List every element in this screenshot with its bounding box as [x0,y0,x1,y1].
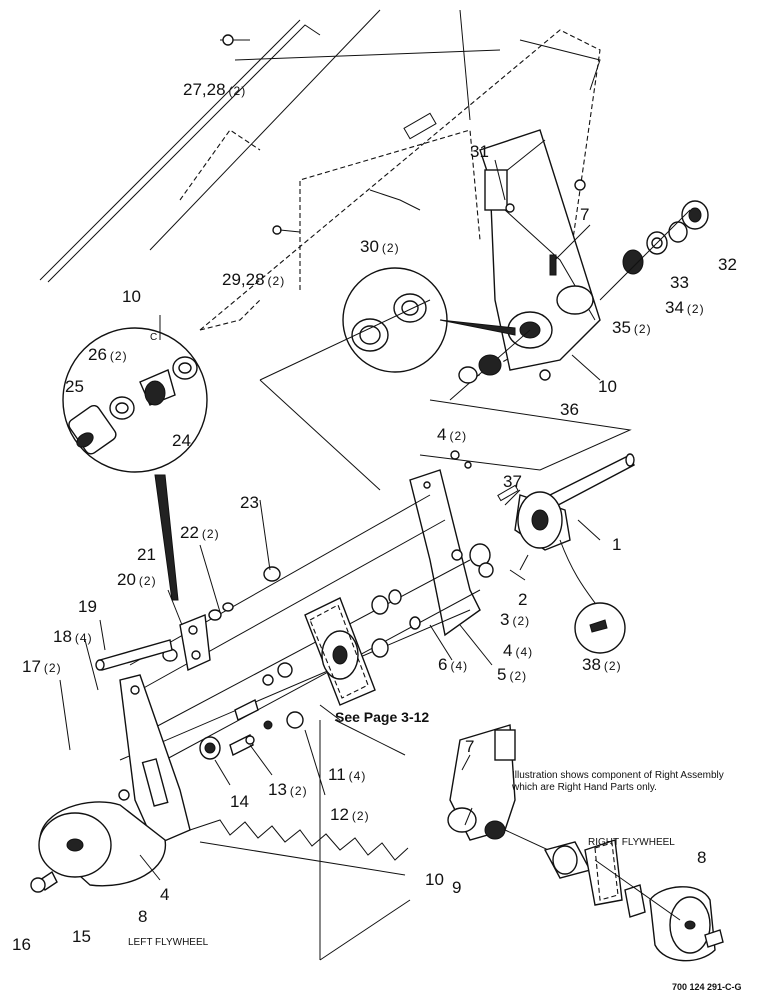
detail-circle-left [62,327,208,601]
detail-label: C [150,332,157,343]
callout-4-top: 4(2) [437,425,467,444]
callout-1: 1 [612,535,621,554]
callout-34: 34(2) [665,298,705,317]
callout-32: 32 [718,255,737,274]
right-flywheel-label: RIGHT FLYWHEEL [588,837,675,848]
right-assembly-note-line1: Illustration shows component of Right As… [512,770,724,781]
callout-37: 37 [503,472,522,491]
right-lower-bracket [447,724,571,861]
callout-5: 5(2) [497,665,527,684]
callout-22: 22(2) [180,523,220,542]
callout-13: 13(2) [268,780,308,799]
callout-8-left: 8 [138,907,147,926]
projection-lines [259,299,632,491]
rod-washers [262,566,421,686]
callout-3: 3(2) [500,610,530,629]
left-flywheel [30,801,166,893]
callout-7-upper: 7 [580,205,589,224]
right-assembly-note-line2: which are Right Hand Parts only. [511,782,657,793]
callout-6: 6(4) [438,655,468,674]
callout-9: 9 [452,878,461,897]
bearing-stack-upper [449,200,709,401]
callout-11: 11(4) [328,765,366,784]
callout-8-right: 8 [697,848,706,867]
left-plate [118,674,191,856]
main-shaft [497,453,635,654]
sickle-section [189,719,411,961]
pivot-block [95,602,234,672]
callout-36: 36 [560,400,579,419]
see-page-note: See Page 3-12 [335,709,429,725]
callout-16: 16 [12,935,31,954]
left-flywheel-label: LEFT FLYWHEEL [128,937,209,948]
callout-31: 31 [470,142,489,161]
callout-4-mid: 4(4) [503,641,533,660]
callout-24: 24 [172,431,191,450]
small-bushings [199,699,304,760]
callout-33: 33 [670,273,689,292]
callout-10-upper-right: 10 [598,377,617,396]
callout-27-28: 27,28(2) [183,80,246,99]
callout-26: 26(2) [88,345,128,364]
callout-15: 15 [72,927,91,946]
callout-14: 14 [230,792,249,811]
callout-4-bottom: 4 [160,885,169,904]
callout-labels: 27,28(2) 31 7 30(2) 29,28(2) 32 33 34(2)… [12,80,742,992]
callout-23: 23 [240,493,259,512]
detail-circle-30 [342,267,516,373]
leader-lines [59,159,601,881]
callout-25: 25 [65,377,84,396]
callout-38: 38(2) [582,655,622,674]
callout-21: 21 [137,545,156,564]
drawing-code: 700 124 291-C-G [672,982,742,992]
callout-12: 12(2) [330,805,370,824]
knife-head [304,597,376,706]
callout-18: 18(4) [53,627,93,646]
callout-2: 2 [518,590,527,609]
callout-30: 30(2) [360,237,400,256]
center-plate [409,450,494,637]
right-upper-bracket [479,129,601,381]
callout-10-lower: 10 [425,870,444,889]
callout-10-left: 10 [122,287,141,306]
callout-29-28: 29,28(2) [222,270,285,289]
callout-35: 35(2) [612,318,652,337]
callout-20: 20(2) [117,570,157,589]
frame-background [39,9,601,381]
callout-19: 19 [78,597,97,616]
right-flywheel [543,839,724,962]
callout-7-lower: 7 [465,737,474,756]
callout-17: 17(2) [22,657,62,676]
